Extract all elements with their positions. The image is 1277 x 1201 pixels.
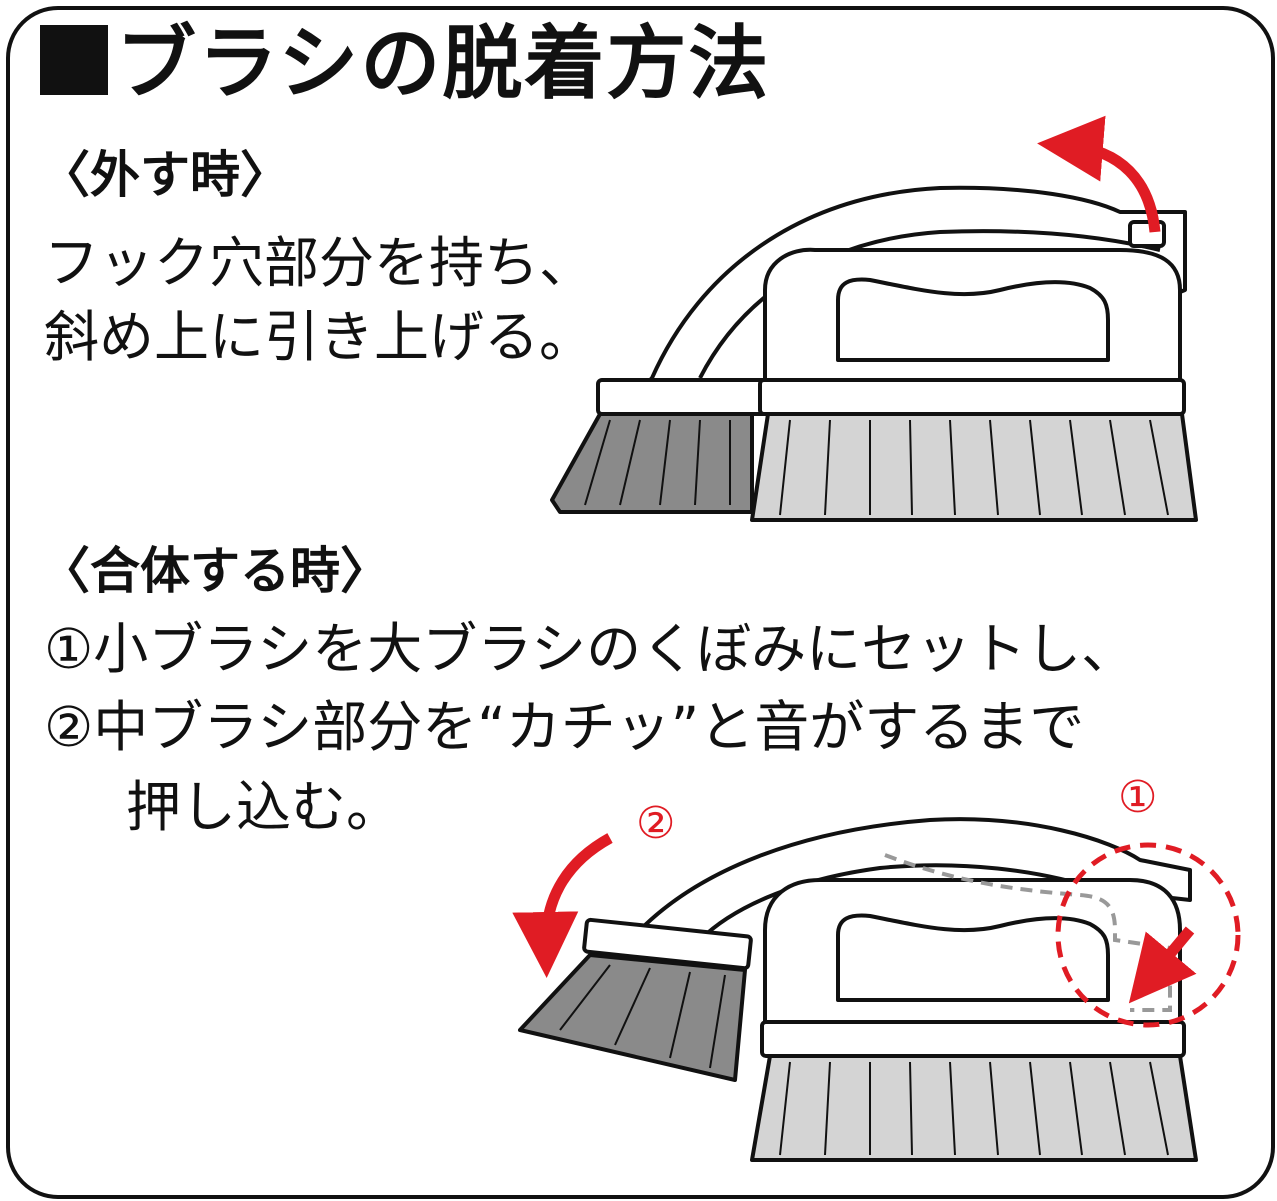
bristle-lines [584, 419, 1169, 516]
small-brush-base-tilted [582, 917, 753, 971]
step-label-2: ② [636, 798, 675, 849]
finger-hole [836, 277, 1110, 362]
lift-arrow [1037, 115, 1161, 233]
attach-step-2: ②中ブラシ部分を“カチッ”と音がするまで [44, 695, 1085, 759]
large-brush-bristles-2 [750, 1054, 1198, 1162]
large-brush-base-2 [760, 1020, 1186, 1058]
insert-arrow [1128, 926, 1197, 1004]
brush-removal-illustration [550, 185, 1198, 522]
remove-instruction-line-2: 斜め上に引き上げる。 [44, 305, 595, 369]
remove-instruction-line-1: フック穴部分を持ち、 [44, 231, 595, 295]
large-brush-bristles [750, 412, 1198, 522]
small-brush-bristles [550, 412, 754, 514]
push-down-arrow [512, 833, 613, 978]
handle-inner-arc [698, 229, 1161, 379]
attach-step-1: ①小ブラシを大ブラシのくぼみにセットし、 [44, 617, 1137, 681]
small-brush-base [596, 378, 770, 416]
detail-highlight-circle [1055, 842, 1241, 1028]
small-brush-bristles-tilted [518, 953, 747, 1082]
large-brush-base [758, 378, 1186, 416]
attach-step-2-continued: 押し込む。 [126, 775, 402, 839]
attach-heading: 〈合体する時〉 [40, 542, 390, 600]
title-text: ブラシの脱着方法 [116, 17, 771, 110]
brush-attach-illustration [518, 817, 1198, 1162]
remove-heading: 〈外す時〉 [40, 146, 290, 204]
finger-hole-2 [836, 913, 1110, 1002]
square-bullet-icon [40, 25, 108, 95]
step-label-1: ① [1118, 772, 1157, 823]
page-title: ブラシの脱着方法 [40, 24, 770, 104]
